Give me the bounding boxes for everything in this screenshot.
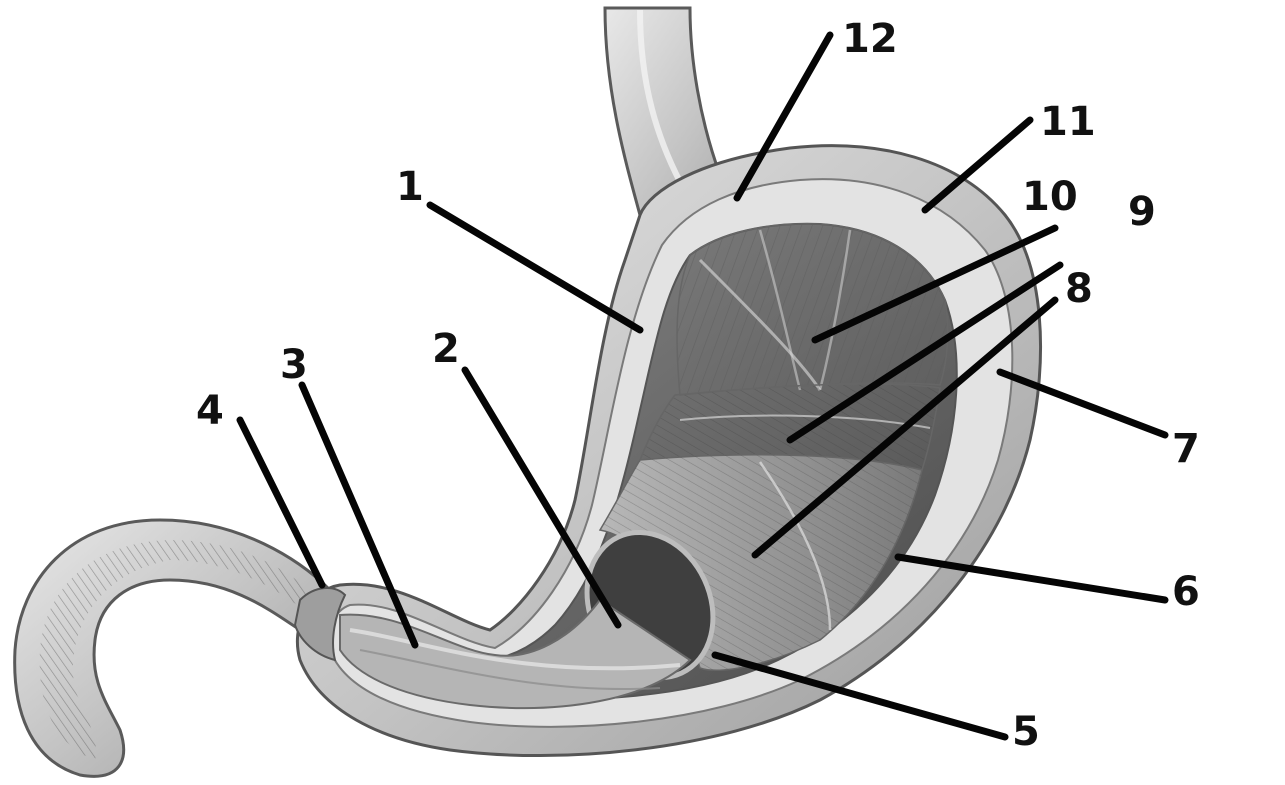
label-4: 4	[196, 388, 224, 434]
label-7: 7	[1172, 426, 1200, 472]
label-9: 9	[1128, 189, 1156, 235]
leader-line-1	[430, 205, 640, 330]
label-1: 1	[396, 164, 424, 210]
label-2: 2	[432, 326, 460, 372]
label-3: 3	[280, 342, 308, 388]
label-11: 11	[1040, 99, 1096, 145]
label-10: 10	[1022, 174, 1078, 220]
label-5: 5	[1012, 709, 1040, 755]
label-12: 12	[842, 16, 898, 62]
label-8: 8	[1065, 266, 1093, 312]
label-6: 6	[1172, 569, 1200, 615]
